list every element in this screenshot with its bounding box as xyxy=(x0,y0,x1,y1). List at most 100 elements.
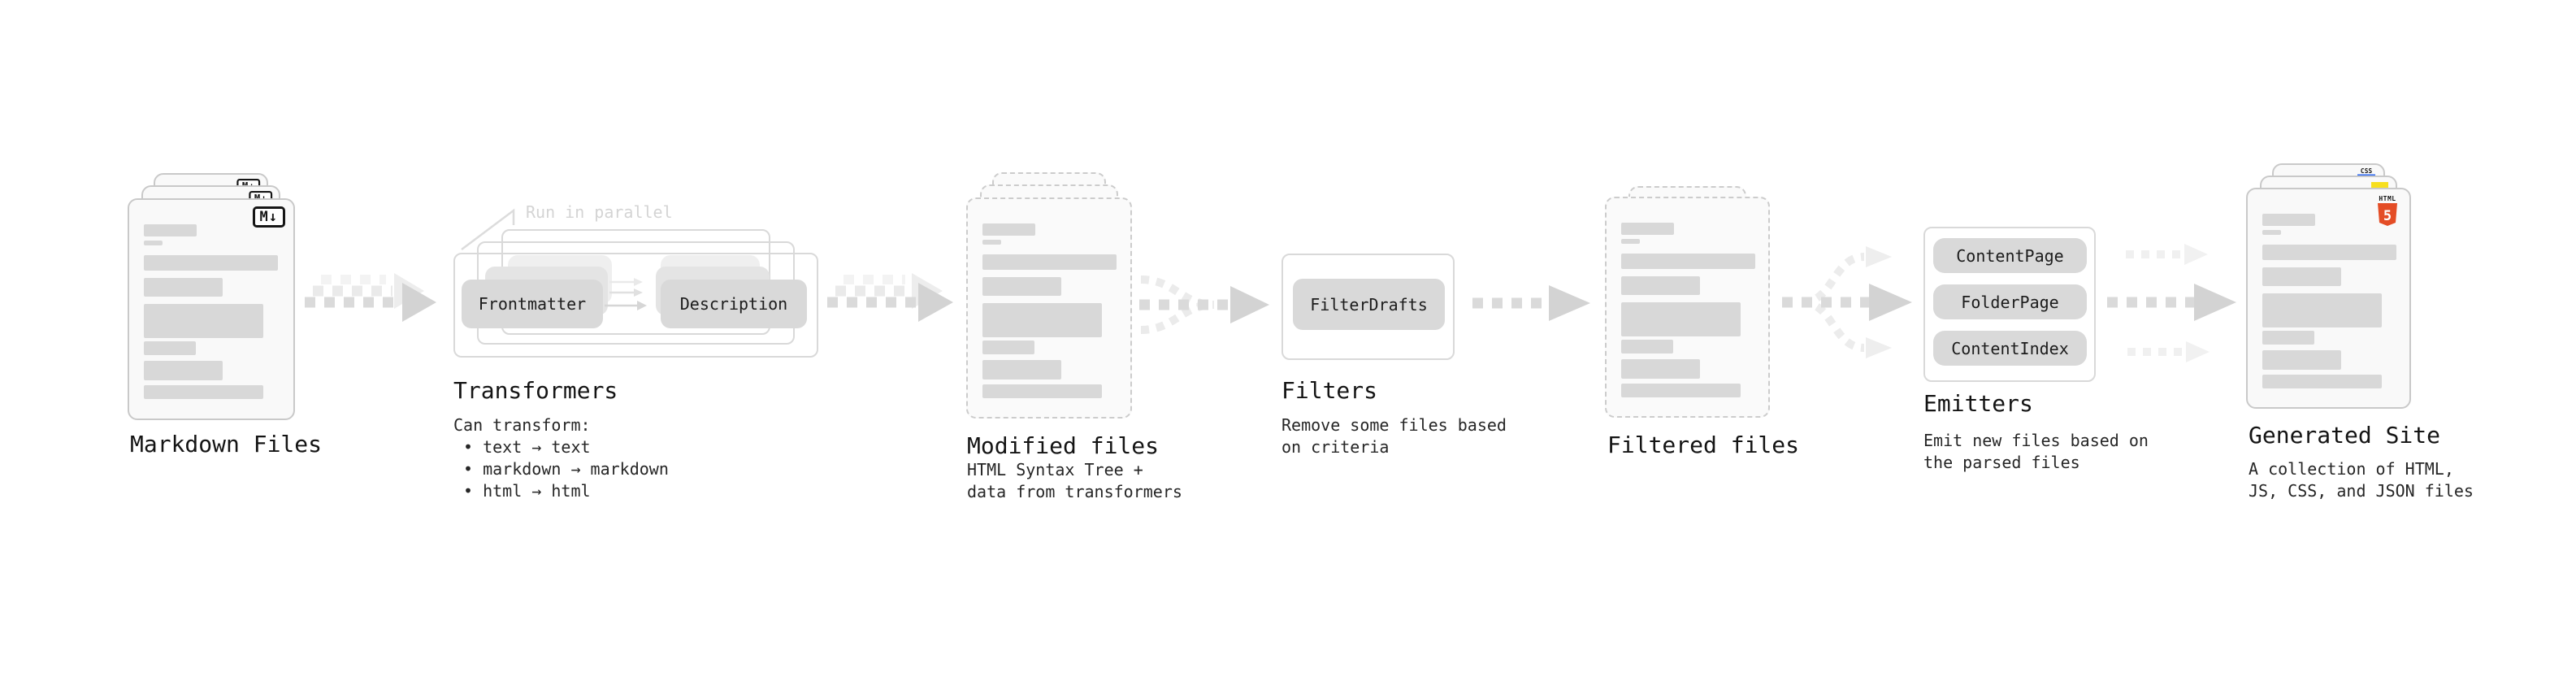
node-folderpage: FolderPage xyxy=(1933,284,2087,319)
flow-arrow-markdown-to-transformers xyxy=(305,273,436,322)
arrowhead xyxy=(1869,284,1912,321)
desc-line: A collection of HTML, xyxy=(2249,459,2454,479)
desc-line: HTML Syntax Tree + xyxy=(967,460,1143,479)
transformer-layer-front xyxy=(453,253,818,358)
arrowhead xyxy=(2186,341,2210,362)
placeholder-bar xyxy=(144,385,263,399)
flow-arrow-transformers-to-modified xyxy=(827,273,953,322)
placeholder-bar xyxy=(1621,359,1700,379)
css-badge-label: CSS xyxy=(2361,167,2373,175)
flow-arrow-emitters-to-generated xyxy=(2107,244,2236,362)
node-contentindex: ContentIndex xyxy=(1933,331,2087,366)
fanout-curve xyxy=(1802,253,1865,306)
arrowhead xyxy=(2184,244,2208,265)
placeholder-bar xyxy=(982,223,1035,236)
stage-generated-site: CSS HTML 5 xyxy=(2246,163,2474,513)
html5-shield xyxy=(2378,203,2397,226)
filtered-file-front xyxy=(1605,197,1770,418)
placeholder-bar xyxy=(982,384,1102,398)
html5-logo-number: 5 xyxy=(2383,208,2392,224)
generated-file-html: HTML 5 xyxy=(2246,188,2411,409)
stage-emitters: ContentPage FolderPage ContentIndex Emit… xyxy=(1923,227,2149,487)
arrowhead xyxy=(1549,285,1590,321)
desc-line: the parsed files xyxy=(1923,453,2080,472)
arrowhead xyxy=(1230,286,1269,323)
arrowhead xyxy=(402,283,436,322)
stage-markdown-files: M↓ M↓ M↓ Markdown Files xyxy=(128,173,322,498)
stage-title-filters: Filters xyxy=(1281,377,1378,404)
placeholder-bar xyxy=(982,277,1061,296)
desc-bullet: • html → html xyxy=(463,481,591,501)
node-filterdrafts: FilterDrafts xyxy=(1293,279,1445,330)
arrowhead xyxy=(2194,284,2236,321)
placeholder-bar xyxy=(144,361,223,380)
placeholder-bar xyxy=(144,278,223,297)
node-description: Description xyxy=(661,280,807,328)
placeholder-bar xyxy=(2262,331,2314,345)
placeholder-bar xyxy=(144,255,278,271)
stage-title-markdown-files: Markdown Files xyxy=(130,431,323,458)
placeholder-bar xyxy=(2262,230,2281,235)
stage-title-modified-files: Modified files xyxy=(967,432,1160,459)
placeholder-bar xyxy=(2262,267,2341,286)
placeholder-bar xyxy=(2262,245,2396,260)
stage-title-emitters: Emitters xyxy=(1923,390,2033,417)
placeholder-bar xyxy=(144,304,263,338)
parallel-arrows-icon xyxy=(605,278,647,310)
node-contentpage: ContentPage xyxy=(1933,238,2087,273)
transformers-description: Can transform: • text → text • markdown … xyxy=(453,414,669,502)
placeholder-bar xyxy=(2262,375,2382,388)
annotation-leader-line xyxy=(461,208,515,250)
stage-filters: FilterDrafts Filters Remove some files b… xyxy=(1281,254,1507,497)
placeholder-bar xyxy=(1621,302,1741,336)
stage-title-generated-site: Generated Site xyxy=(2249,422,2441,449)
desc-bullet: • text → text xyxy=(463,437,591,457)
placeholder-bar xyxy=(982,254,1117,270)
placeholder-bar xyxy=(982,303,1102,337)
document-placeholder-lines xyxy=(2262,214,2396,388)
leader-line xyxy=(461,208,515,250)
node-frontmatter: Frontmatter xyxy=(462,280,603,328)
placeholder-bar xyxy=(1621,276,1700,295)
stage-transformers: Run in parallel Frontmatter Description … xyxy=(453,199,827,524)
placeholder-bar xyxy=(144,241,163,245)
desc-bullet: • markdown → markdown xyxy=(463,459,669,479)
placeholder-bar xyxy=(144,224,197,236)
placeholder-bar xyxy=(982,360,1061,380)
placeholder-bar xyxy=(1621,340,1673,354)
flow-arrow-modified-to-filters xyxy=(1139,275,1269,334)
generated-site-description: A collection of HTML, JS, CSS, and JSON … xyxy=(2249,458,2474,502)
placeholder-bar xyxy=(1621,239,1640,244)
html5-logo-label: HTML xyxy=(2379,195,2396,202)
arrowhead xyxy=(1866,246,1892,267)
stage-title-filtered-files: Filtered files xyxy=(1607,432,1800,458)
placeholder-bar xyxy=(1621,254,1755,269)
document-placeholder-lines xyxy=(1621,223,1755,397)
stage-title-transformers: Transformers xyxy=(453,377,618,404)
markdown-icon: M↓ xyxy=(252,206,285,228)
run-in-parallel-label: Run in parallel xyxy=(526,202,673,222)
placeholder-bar xyxy=(982,340,1034,354)
arrowhead xyxy=(1866,337,1892,358)
html5-logo-icon: HTML 5 xyxy=(2378,195,2397,226)
emitters-description: Emit new files based on the parsed files xyxy=(1923,430,2149,474)
arrowhead xyxy=(918,283,953,322)
document-placeholder-lines xyxy=(144,224,280,399)
markdown-file-front: M↓ xyxy=(128,198,295,420)
desc-line: on criteria xyxy=(1281,437,1390,457)
placeholder-bar xyxy=(2262,350,2341,370)
emitters-container xyxy=(1923,227,2096,382)
desc-line: Remove some files based xyxy=(1281,415,1507,435)
flow-arrow-filters-to-filtered xyxy=(1472,285,1590,321)
desc-line: data from transformers xyxy=(967,482,1182,501)
fanout-curve xyxy=(1802,298,1865,352)
desc-line: JS, CSS, and JSON files xyxy=(2249,481,2474,501)
filters-description: Remove some files based on criteria xyxy=(1281,414,1507,458)
placeholder-bar xyxy=(144,341,196,355)
document-placeholder-lines xyxy=(982,223,1117,398)
placeholder-bar xyxy=(2262,293,2382,327)
desc-line: Can transform: xyxy=(453,415,591,435)
placeholder-bar xyxy=(1621,384,1741,397)
stage-filtered-files: Filtered files xyxy=(1605,186,1799,479)
